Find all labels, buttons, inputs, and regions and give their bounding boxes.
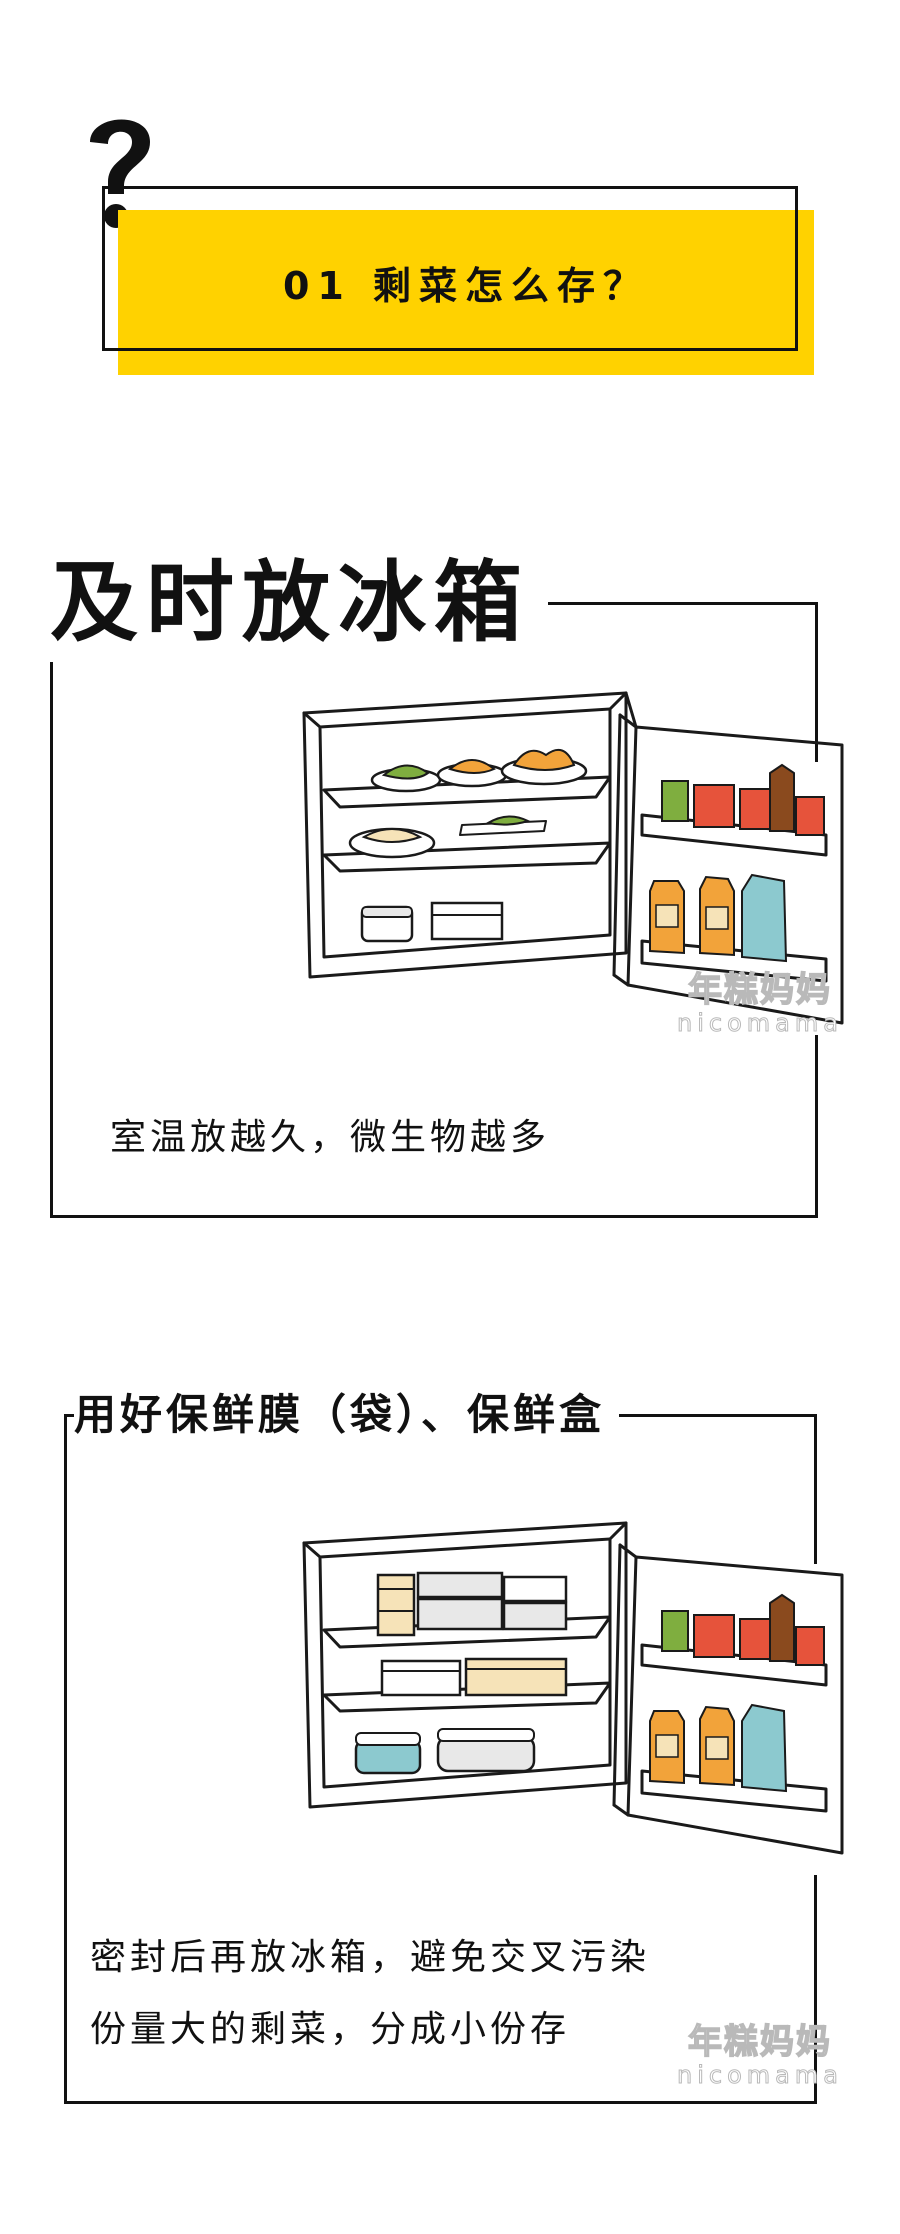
section1-watermark: 年糕妈妈 nicomama — [665, 969, 855, 1037]
banner-title: 01 剩菜怎么存？ — [282, 264, 650, 308]
banner-background — [118, 210, 814, 375]
section2-frame-right — [814, 1414, 817, 1564]
fridge-with-containers-illustration — [302, 1521, 844, 1855]
section2-frame-bottom — [64, 2101, 817, 2104]
section1-frame-bottom — [50, 1215, 818, 1218]
watermark-en: nicomama — [677, 2061, 843, 2089]
watermark-cn: 年糕妈妈 — [687, 2021, 832, 2062]
section2-watermark: 年糕妈妈 nicomama — [665, 2021, 855, 2089]
section2-caption-1: 密封后再放冰箱，避免交叉污染 — [90, 1937, 651, 1978]
watermark-en: nicomama — [677, 1009, 843, 1037]
section1-frame-right-lower — [815, 1035, 818, 1218]
section2-title: 用好保鲜膜（袋）、保鲜盒 — [74, 1385, 620, 1445]
section1-caption: 室温放越久，微生物越多 — [110, 1117, 551, 1158]
section2-caption-2: 份量大的剩菜，分成小份存 — [90, 2009, 571, 2050]
fridge-with-leftovers-illustration — [302, 691, 844, 1025]
section2-frame-left — [64, 1414, 67, 2104]
section1-frame-left — [50, 662, 53, 1218]
section1-title: 及时放冰箱 — [50, 548, 549, 658]
banner-outline — [102, 186, 798, 351]
watermark-cn: 年糕妈妈 — [687, 969, 832, 1010]
section1-frame-right — [815, 602, 818, 762]
section2-frame-right-lower — [814, 1875, 817, 2104]
